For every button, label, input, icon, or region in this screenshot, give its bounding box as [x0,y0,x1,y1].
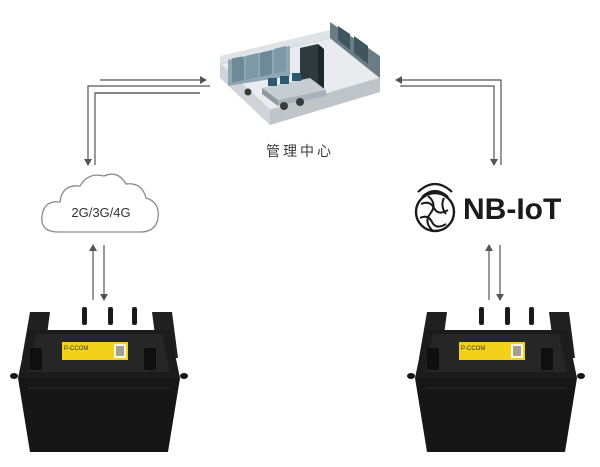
nb-iot-label: NB-IoT [463,193,562,226]
cloud-icon [41,173,159,233]
management-center-label: 管理中心 [266,144,334,160]
arrow-cloud-to-center [94,92,200,165]
device-left [10,307,188,452]
nb-iot-globe-icon [414,182,456,233]
device-right [407,307,585,452]
device-left-label-text: P-CCOM [64,346,89,352]
device-right-label-text: P-CCOM [461,346,486,352]
arrow-nbiot-to-center [395,76,502,165]
arrow-center-to-cloud [84,85,210,166]
arrow-center-to-nbiot [400,85,498,166]
arrow-left-top-head [100,76,207,84]
control-room-illustration [218,22,382,125]
cellular-network-label: 2G/3G/4G [71,205,131,220]
